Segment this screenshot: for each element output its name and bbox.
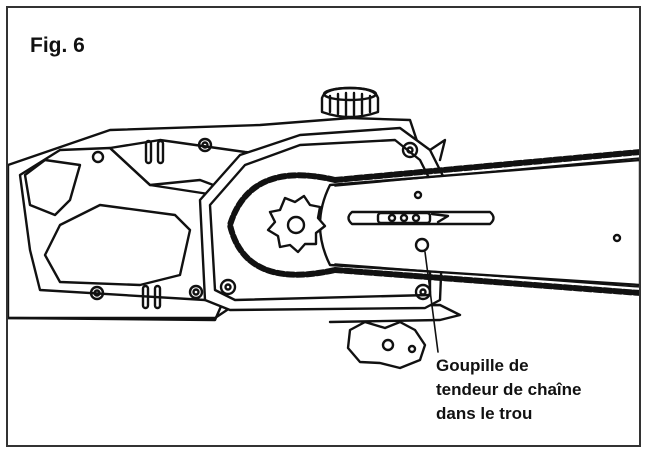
housing-screw [188, 284, 204, 300]
callout-line: Goupille de [436, 356, 529, 375]
bar-adjust-block [376, 211, 432, 225]
bar-tip-hole [612, 233, 622, 243]
bar-slot [347, 210, 495, 226]
housing-slot [156, 139, 165, 165]
housing-screw [91, 150, 105, 164]
figure-label: Fig. 6 [30, 34, 85, 57]
housing-vent-panel [43, 203, 192, 287]
saw-chain-bottom [332, 267, 639, 296]
cover-screw [401, 141, 419, 159]
callout-leader [424, 251, 439, 353]
housing-slot [144, 139, 153, 165]
housing-slot [141, 284, 150, 310]
callout-line: tendeur de chaîne [436, 380, 582, 399]
housing-slot [153, 284, 162, 310]
tensioner-wheel [346, 320, 427, 370]
callout-line: dans le trou [436, 404, 533, 423]
saw-chain-loop [227, 172, 338, 278]
housing-base [8, 303, 462, 324]
drive-sprocket [266, 194, 327, 254]
housing-screw [89, 285, 105, 301]
bar-spike [428, 138, 447, 162]
tension-pin-callout: Goupille de tendeur de chaîne dans le tr… [436, 354, 581, 426]
saw-chain-top [332, 149, 639, 183]
bar-hole [413, 190, 423, 200]
housing-screw [197, 137, 213, 153]
housing-grip-left [23, 158, 82, 217]
tension-pin-hole [414, 237, 430, 253]
cover-screw [219, 278, 237, 296]
